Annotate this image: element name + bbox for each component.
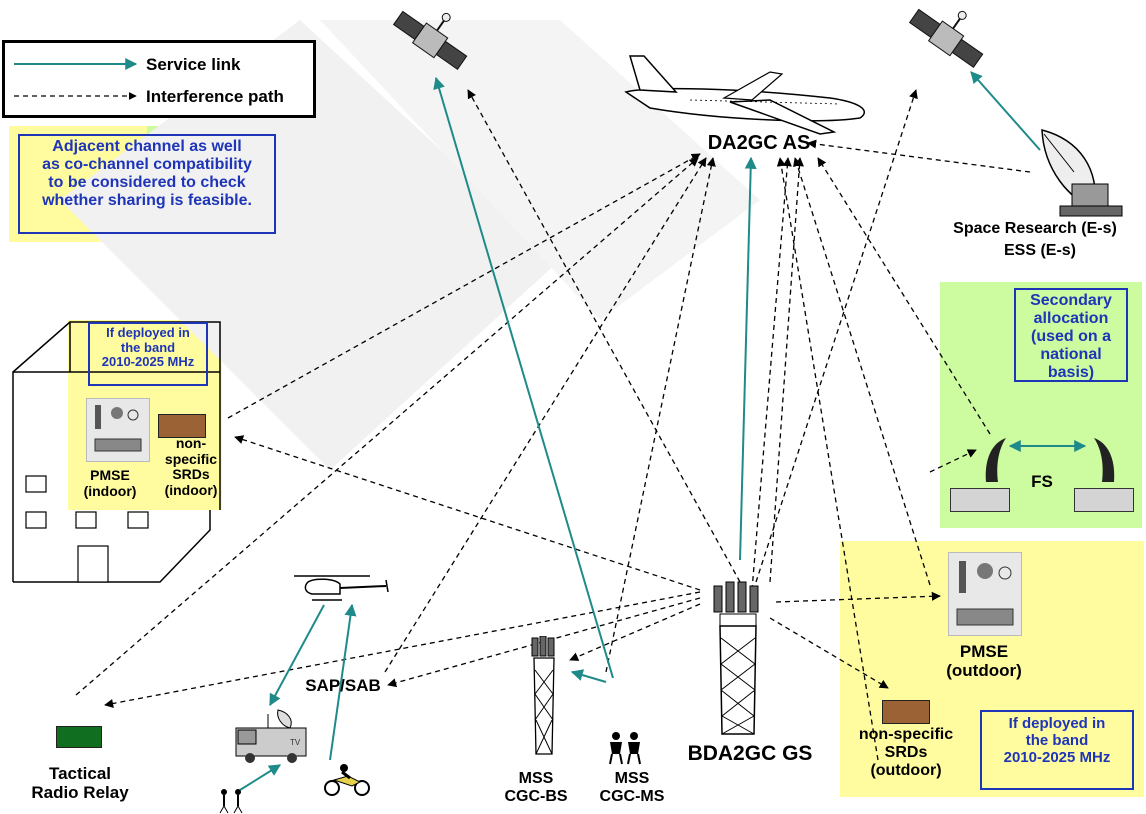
srd-outdoor-line-1: non-specific — [858, 726, 954, 743]
tactical-radio-device — [56, 726, 102, 748]
tower-icon — [531, 636, 555, 755]
note-adjacent: Adjacent channel as well as co-channel c… — [18, 134, 276, 234]
pmse-outdoor-line-2: (outdoor) — [946, 661, 1022, 681]
note-adjacent-line-1: Adjacent channel as well — [52, 138, 242, 155]
pmse-equipment-icon — [948, 552, 1022, 636]
srd-indoor-label: non- specific SRDs (indoor) — [158, 435, 224, 499]
handset-user-icon — [609, 732, 641, 765]
mss-ms-line-2: CGC-MS — [599, 787, 665, 805]
dish-antenna-icon — [1041, 129, 1123, 217]
pmse-indoor-label: PMSE (indoor) — [72, 467, 148, 499]
tactical-line-1: Tactical — [48, 764, 112, 783]
note-secondary-line-3: (used on a — [1030, 327, 1111, 345]
motorcycle-icon — [324, 764, 370, 796]
ob-van-icon — [235, 709, 307, 763]
ob-van-tv-tag: TV — [290, 738, 301, 747]
srd-outdoor-line-3: (outdoor) — [870, 761, 942, 779]
aircraft-icon — [624, 55, 866, 135]
sap-sab-label: SAP/SAB — [305, 676, 381, 695]
note-deployed-outdoor: If deployed in the band 2010-2025 MHz — [980, 710, 1134, 790]
mss-ms-label: MSS CGC-MS — [584, 770, 680, 806]
satellite-icon — [392, 10, 468, 70]
tower-icon — [713, 581, 759, 735]
note-secondary-line-4: national basis) — [1040, 345, 1102, 381]
ess-label: ESS (E-s) — [1003, 242, 1076, 259]
camera-operator-icon — [219, 789, 243, 814]
srd-indoor-line-4: (indoor) — [164, 482, 218, 499]
pmse-outdoor-line-1: PMSE — [959, 642, 1009, 661]
legend-interference-path: Interference path — [146, 87, 284, 106]
note-deployed-outdoor-line-2: the band — [1025, 731, 1089, 749]
pmse-indoor-line-2: (indoor) — [83, 482, 137, 499]
note-adjacent-line-2: as co-channel compatibility — [42, 155, 252, 173]
srd-indoor-line-1: non- — [175, 435, 207, 451]
fs-antenna-icon — [1094, 438, 1115, 482]
fs-antenna-icon — [985, 438, 1006, 482]
note-secondary-line-2: allocation — [1033, 309, 1109, 327]
srd-indoor-line-2: specific — [164, 450, 218, 467]
note-adjacent-line-4: whether sharing is feasible. — [42, 191, 252, 209]
note-secondary-allocation: Secondary allocation (used on a national… — [1014, 288, 1128, 382]
pmse-equipment-icon — [86, 398, 150, 462]
note-deployed-indoor: If deployed in the band 2010-2025 MHz — [88, 322, 208, 386]
helicopter-icon — [294, 575, 389, 601]
tactical-label: Tactical Radio Relay — [20, 764, 140, 802]
mss-bs-label: MSS CGC-BS — [496, 770, 576, 806]
legend-lines — [14, 58, 138, 100]
mss-bs-line-2: CGC-BS — [504, 787, 568, 805]
mss-ms-line-1: MSS — [614, 770, 650, 787]
mss-bs-line-1: MSS — [518, 770, 554, 787]
note-deployed-indoor-line-2: the band — [120, 339, 176, 355]
srd-outdoor-label: non-specific SRDs (outdoor) — [846, 726, 966, 780]
legend-service-link: Service link — [146, 55, 241, 74]
space-research-label: Space Research (E-s) — [953, 220, 1117, 237]
secondary-allocation-bg — [940, 282, 1142, 528]
note-deployed-indoor-line-3: 2010-2025 MHz — [101, 354, 195, 370]
srd-indoor-device — [158, 414, 206, 438]
legend-box — [2, 40, 316, 118]
srd-outdoor-device — [882, 700, 930, 724]
note-deployed-indoor-line-1: If deployed in — [106, 325, 190, 340]
note-secondary-line-1: Secondary — [1030, 292, 1112, 309]
interference-paths — [75, 89, 1031, 761]
fs-box-left — [950, 488, 1010, 512]
fs-label: FS — [1031, 472, 1053, 491]
note-adjacent-line-3: to be considered to check — [48, 173, 246, 191]
tactical-line-2: Radio Relay — [31, 783, 129, 803]
satellite-icon — [908, 8, 984, 68]
aircraft-label: DA2GC AS — [707, 132, 811, 154]
fs-box-right — [1074, 488, 1134, 512]
pmse-outdoor-label: PMSE (outdoor) — [934, 642, 1034, 680]
note-deployed-outdoor-line-1: If deployed in — [1008, 715, 1106, 732]
service-links — [239, 71, 1087, 791]
srd-outdoor-line-2: SRDs — [884, 743, 928, 761]
note-deployed-outdoor-line-3: 2010-2025 MHz — [1003, 748, 1111, 766]
pmse-indoor-line-1: PMSE — [90, 467, 130, 483]
ground-station-label: BDA2GC GS — [687, 742, 813, 765]
srd-indoor-line-3: SRDs — [172, 466, 210, 483]
